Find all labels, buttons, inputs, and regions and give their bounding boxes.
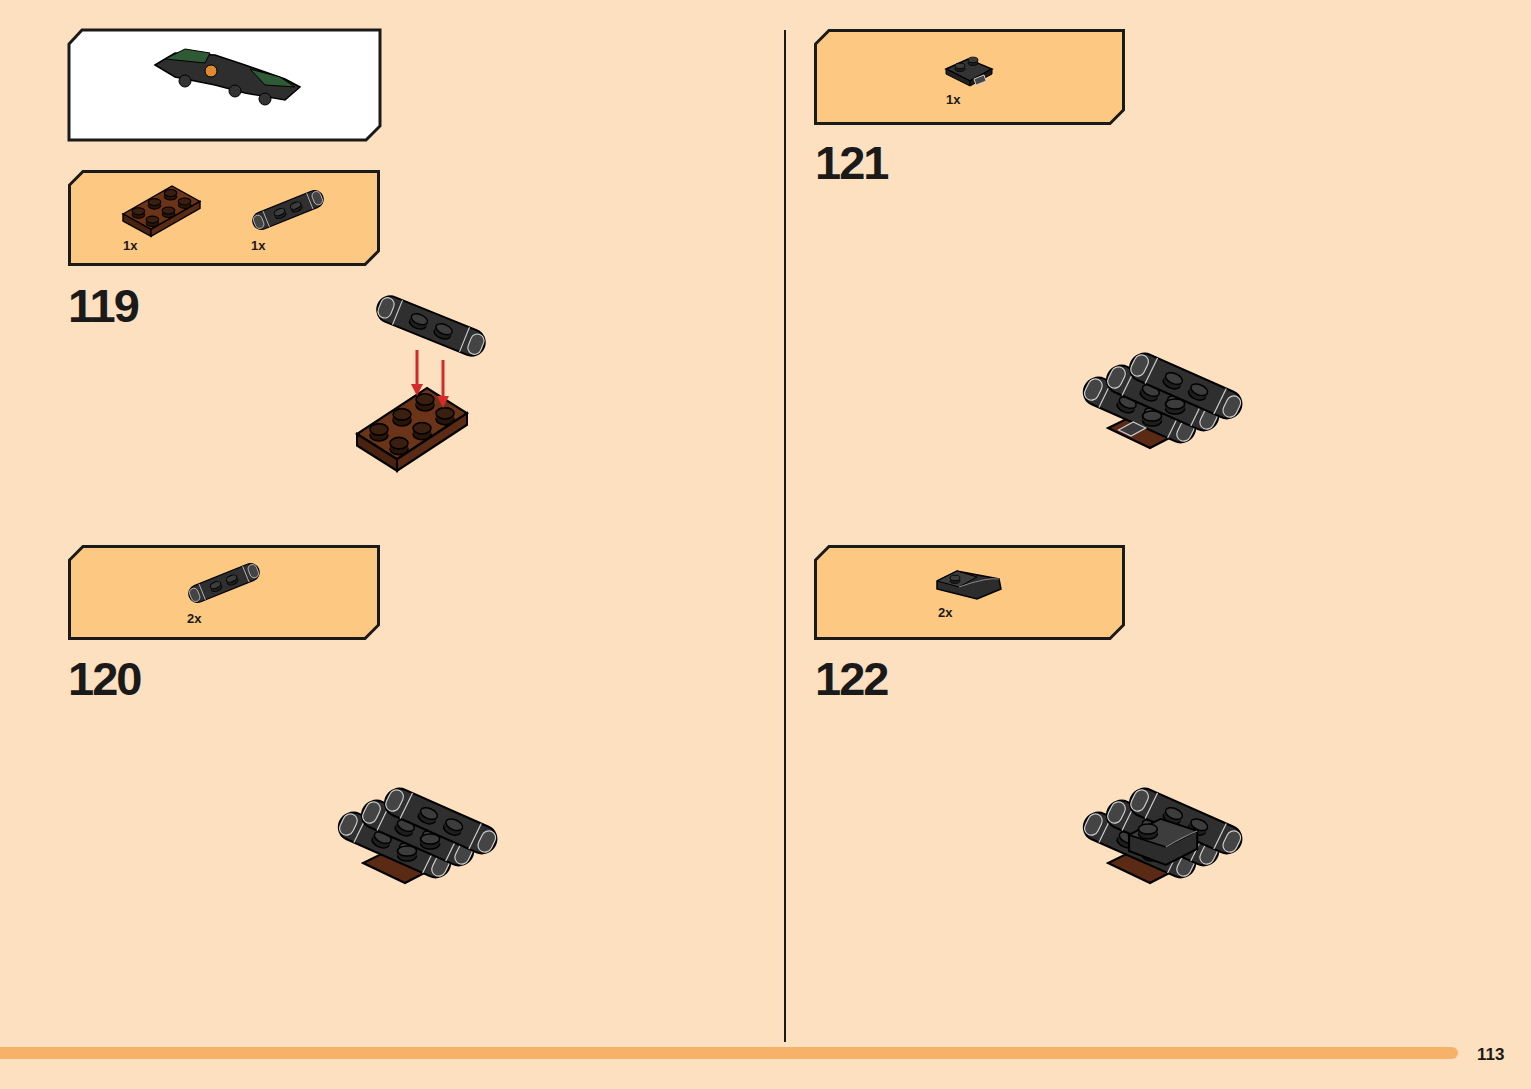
parts-callout: 2x (68, 545, 380, 640)
callout-outline (68, 545, 380, 640)
step-number: 119 (68, 282, 138, 329)
parts-callout: 2x (814, 545, 1125, 640)
step-121-illustration (1079, 349, 1246, 448)
parts-callout: 1x (814, 29, 1125, 125)
overview-box (69, 30, 380, 140)
part-quantity: 1x (946, 92, 960, 107)
step-number: 120 (68, 655, 140, 702)
step-119-illustration (357, 292, 489, 470)
part-quantity: 2x (938, 605, 952, 620)
page-number: 113 (1477, 1046, 1504, 1063)
step-122-illustration (1079, 784, 1246, 883)
page-bar (0, 1047, 1458, 1059)
part-quantity: 1x (123, 238, 137, 253)
column-divider (784, 30, 786, 1042)
parts-callout: 1x 1x (68, 170, 380, 266)
callout-outline (814, 29, 1125, 125)
part-quantity: 2x (187, 611, 201, 626)
callout-outline (814, 545, 1125, 640)
step-number: 121 (815, 139, 887, 186)
overview-model (155, 49, 300, 105)
step-120-illustration (334, 784, 501, 883)
callout-outline (68, 170, 380, 266)
part-quantity: 1x (251, 238, 265, 253)
step-number: 122 (815, 655, 887, 702)
